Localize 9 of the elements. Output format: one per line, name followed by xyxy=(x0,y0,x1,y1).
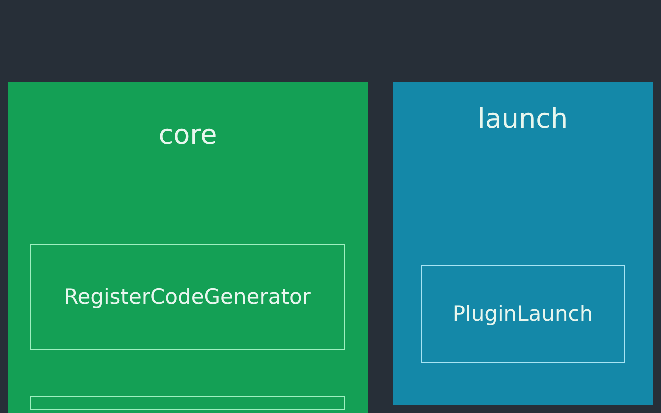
class-name: RegisterCodeGenerator xyxy=(64,285,311,309)
module-title: launch xyxy=(476,104,570,135)
module-panel xyxy=(8,82,368,413)
module-title: core xyxy=(158,120,218,151)
class-box xyxy=(30,396,345,410)
module-panel xyxy=(393,82,653,405)
class-name: PluginLaunch xyxy=(452,302,594,326)
class-box xyxy=(421,265,625,363)
class-box xyxy=(30,244,345,350)
